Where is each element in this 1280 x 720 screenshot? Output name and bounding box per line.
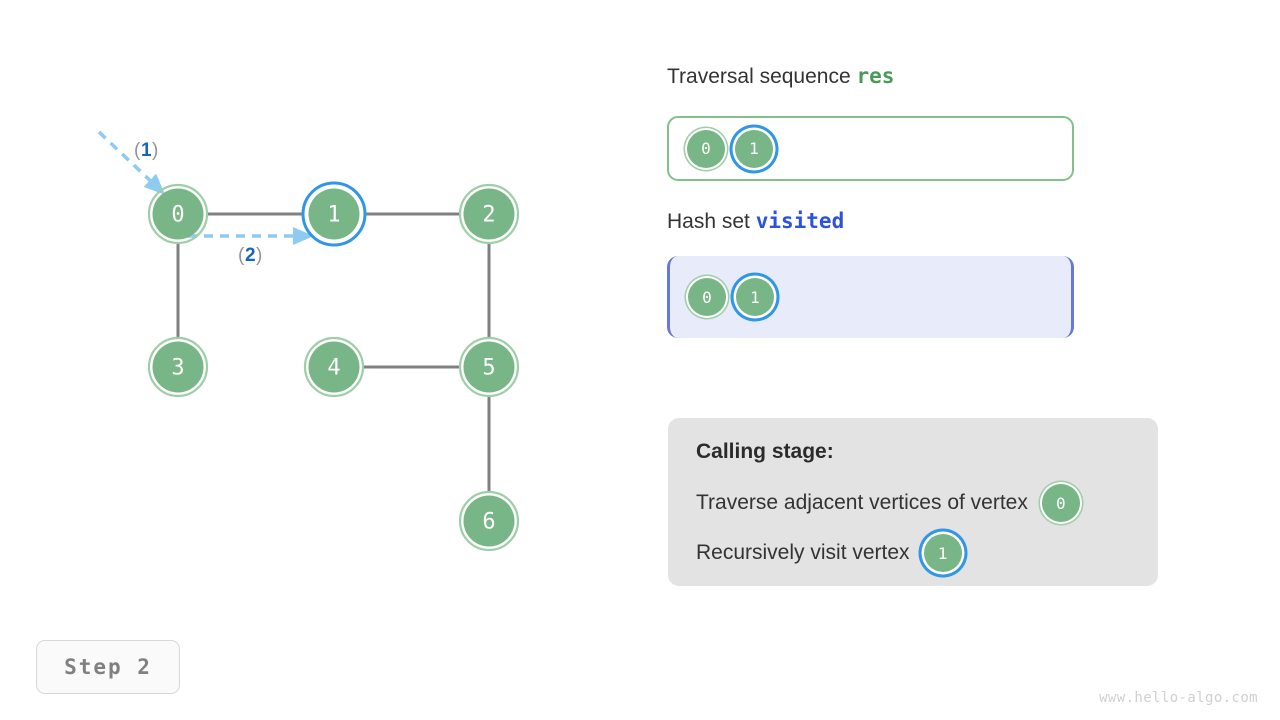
calling-stage-line-2-chip-label: 1 <box>937 543 948 563</box>
visited-chip-1[interactable]: 1 <box>736 278 774 316</box>
graph-vertex-0-label: 0 <box>171 203 184 228</box>
annotation-1-number: 1 <box>141 140 152 161</box>
step-badge: Step 2 <box>36 640 180 694</box>
graph-vertex-3-label: 3 <box>171 356 184 381</box>
visited-chip-0-label: 0 <box>702 287 712 307</box>
annotation-2: ( 2 ) <box>238 245 262 266</box>
res-chip-1-label: 1 <box>749 139 759 158</box>
graph-vertex-4-label: 4 <box>327 356 340 381</box>
res-chip-0[interactable]: 0 <box>687 129 725 168</box>
calling-stage-line-2-chip[interactable]: 1 <box>923 534 962 572</box>
graph-vertex-1-label: 1 <box>327 203 340 228</box>
graph-vertex-6[interactable]: 6 <box>458 490 520 552</box>
graph-vertex-3[interactable]: 3 <box>147 336 209 398</box>
calling-stage-line-1-text: Traverse adjacent vertices of vertex <box>696 491 1028 514</box>
visited-container: 0 1 <box>667 256 1074 338</box>
calling-stage-title: Calling stage: <box>696 440 834 463</box>
calling-stage-line-1: Traverse adjacent vertices of vertex 0 <box>696 484 1132 522</box>
res-caption: Traversal sequence res <box>667 64 894 89</box>
right-panel: Traversal sequence res 0 1 Hash set visi… <box>660 0 1280 720</box>
annotation-2-number: 2 <box>245 245 256 266</box>
graph-vertices: 0 1 2 3 <box>147 181 520 552</box>
graph-edges <box>176 212 491 491</box>
annotation-1-open-paren: ( <box>134 140 141 161</box>
graph-panel: 0 1 2 3 <box>97 130 520 552</box>
annotation-1-close-paren: ) <box>152 140 158 161</box>
arrow-enter-vertex-0 <box>97 130 166 195</box>
calling-stage-card: Calling stage: Traverse adjacent vertice… <box>668 418 1158 586</box>
res-caption-text: Traversal sequence <box>667 65 857 88</box>
visited-caption-text: Hash set <box>667 210 756 233</box>
visited-chip-0[interactable]: 0 <box>688 278 726 316</box>
graph-diagram: 0 1 2 3 <box>97 130 520 552</box>
watermark: www.hello-algo.com <box>1099 690 1258 706</box>
annotation-2-open-paren: ( <box>238 245 245 266</box>
calling-stage-line-2: Recursively visit vertex 1 <box>696 534 1132 572</box>
graph-vertex-6-label: 6 <box>482 510 495 535</box>
traversal-arrows <box>97 130 314 246</box>
graph-vertex-5-label: 5 <box>482 356 495 381</box>
annotation-2-close-paren: ) <box>256 245 262 266</box>
visited-caption: Hash set visited <box>667 209 844 234</box>
res-container: 0 1 <box>667 116 1074 181</box>
graph-vertex-4[interactable]: 4 <box>303 336 365 398</box>
annotation-1: ( 1 ) <box>134 140 158 161</box>
graph-vertex-1[interactable]: 1 <box>301 181 367 247</box>
calling-stage-line-1-chip-label: 0 <box>1056 493 1066 513</box>
graph-vertex-2-label: 2 <box>482 203 495 228</box>
calling-stage-line-2-text: Recursively visit vertex <box>696 541 910 564</box>
visited-code-identifier: visited <box>755 209 845 233</box>
res-code-identifier: res <box>856 64 895 88</box>
graph-vertex-0[interactable]: 0 <box>147 183 209 245</box>
graph-vertex-5[interactable]: 5 <box>458 336 520 398</box>
res-chip-0-label: 0 <box>701 139 711 158</box>
calling-stage-line-1-chip[interactable]: 0 <box>1041 484 1080 522</box>
graph-vertex-2[interactable]: 2 <box>458 183 520 245</box>
visited-chip-1-label: 1 <box>750 287 760 307</box>
res-chip-1[interactable]: 1 <box>735 129 773 168</box>
